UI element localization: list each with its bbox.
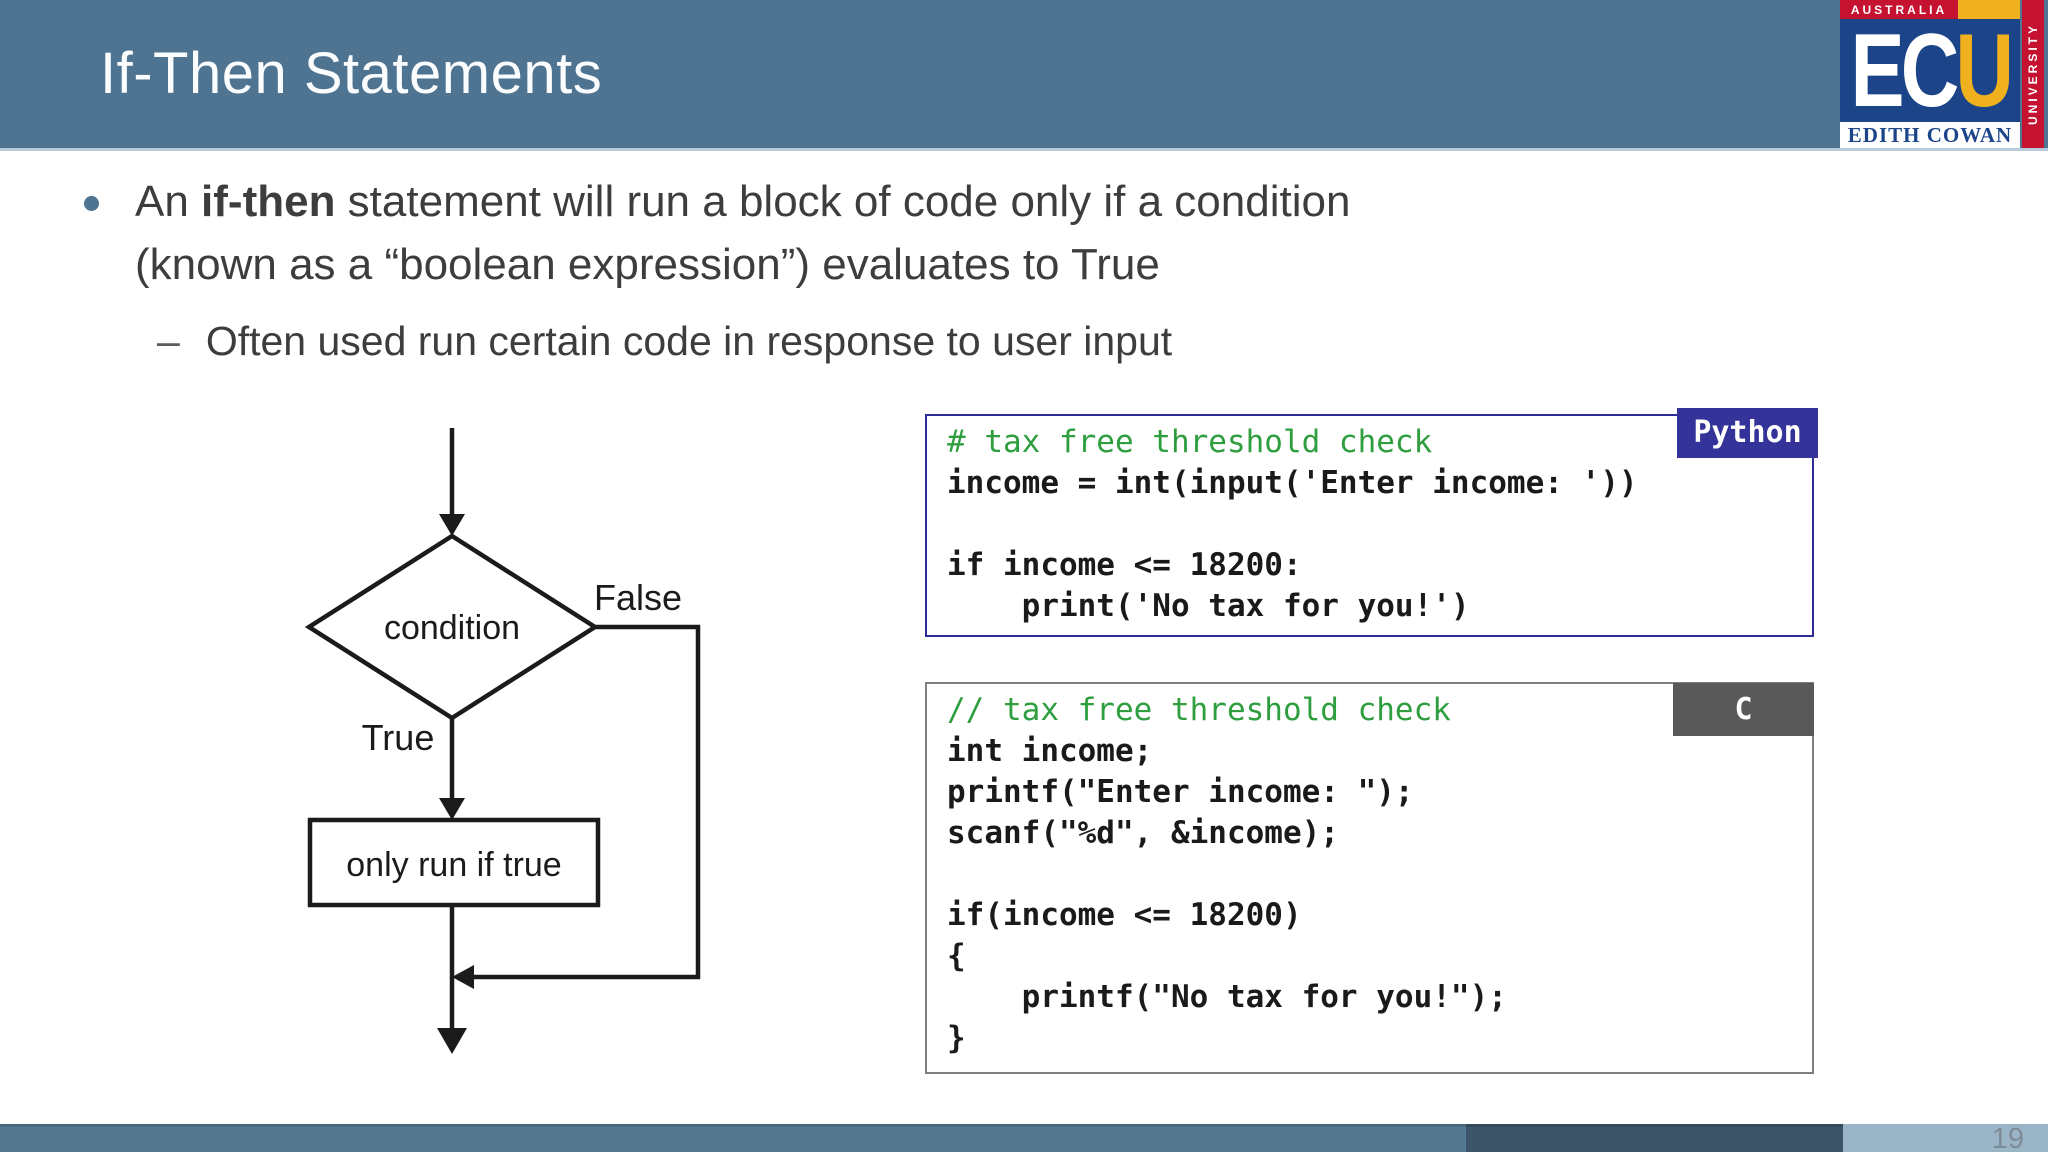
code-line: int income; xyxy=(947,733,1153,769)
true-label: True xyxy=(362,717,435,758)
process-box xyxy=(307,817,601,908)
page-title: If-Then Statements xyxy=(100,41,603,106)
bullet-text-rest: statement will run a block of code only … xyxy=(335,177,1351,226)
main-bullet: An if-then statement will run a block of… xyxy=(135,170,1655,296)
condition-label: condition xyxy=(384,609,520,647)
page-number: 19 xyxy=(1991,1123,2024,1152)
ecu-letters: ECU xyxy=(1850,19,2013,123)
c-comment-line: // tax free threshold check xyxy=(947,692,1451,728)
edith-cowan-label: EDITH COWAN xyxy=(1840,122,2020,148)
code-line: print('No tax for you!') xyxy=(947,588,1470,624)
python-comment-line: # tax free threshold check xyxy=(947,424,1433,460)
c-code-body: int income; printf("Enter income: "); scan… xyxy=(947,731,1808,1059)
code-line: { xyxy=(947,938,966,974)
code-line: if(income <= 18200) xyxy=(947,897,1302,933)
sub-bullet: –Often used run certain code in response… xyxy=(157,316,1172,366)
main-bullet-line1: An if-then statement will run a block of… xyxy=(135,170,1655,233)
code-line: scanf("%d", &income); xyxy=(947,815,1339,851)
footer-bar xyxy=(0,1124,2048,1152)
bullet-text-pre: An xyxy=(135,177,202,226)
sub-bullet-text: Often used run certain code in response … xyxy=(205,318,1173,364)
logo-australia-label: AUSTRALIA xyxy=(1840,0,1958,19)
ecu-letter-u: U xyxy=(1955,12,2014,129)
bullet-dot xyxy=(84,196,99,211)
arrowhead-exit xyxy=(437,1028,467,1054)
university-strip: UNIVERSITY xyxy=(2022,0,2044,148)
code-line: printf("Enter income: "); xyxy=(947,774,1414,810)
process-label: only run if true xyxy=(346,846,561,884)
python-code-lines: # tax free threshold check income = int(… xyxy=(947,422,1808,635)
code-line xyxy=(947,854,1808,895)
footer-segment-dark xyxy=(1466,1124,1843,1152)
arrowhead-into-process xyxy=(439,798,465,820)
sub-bullet-dash: – xyxy=(157,318,180,364)
university-label: UNIVERSITY xyxy=(2026,22,2040,125)
code-line: if income <= 18200: xyxy=(947,547,1302,583)
false-label: False xyxy=(594,577,682,618)
logo-yellow-square xyxy=(1958,0,2020,19)
ecu-logo-top-band: AUSTRALIA xyxy=(1840,0,2020,19)
ecu-logo-main: AUSTRALIA ECU EDITH COWAN xyxy=(1840,0,2020,148)
code-line xyxy=(947,504,1808,545)
flowchart-diagram: condition False True only run if true xyxy=(304,428,701,1054)
ecu-letters-ec: EC xyxy=(1850,12,1959,129)
bullet-text-bold: if-then xyxy=(201,177,336,226)
main-bullet-line2: (known as a “boolean expression”) evalua… xyxy=(135,240,1160,289)
python-code-body: income = int(input('Enter income: ')) if… xyxy=(947,463,1808,627)
code-line: printf("No tax for you!"); xyxy=(947,979,1507,1015)
false-branch-line xyxy=(472,624,701,980)
footer-segment-light xyxy=(1843,1124,2048,1152)
ecu-logo-letters-block: ECU xyxy=(1840,19,2020,123)
code-line: income = int(input('Enter income: ')) xyxy=(947,465,1638,501)
header-bar: If-Then Statements xyxy=(0,0,2048,151)
footer-segment-mid xyxy=(0,1124,1466,1152)
arrowhead-into-diamond xyxy=(439,514,465,536)
ecu-logo: AUSTRALIA ECU EDITH COWAN UNIVERSITY xyxy=(1840,0,2044,148)
c-code-lines: // tax free threshold check int income; p… xyxy=(947,690,1808,1072)
arrowhead-false-join xyxy=(452,965,474,989)
c-code-block: C // tax free threshold check int income… xyxy=(925,682,1814,1074)
python-language-badge: Python xyxy=(1677,408,1818,458)
python-code-block: Python # tax free threshold check income… xyxy=(925,408,1818,637)
c-language-badge: C xyxy=(1673,683,1814,736)
code-line: } xyxy=(947,1020,966,1056)
